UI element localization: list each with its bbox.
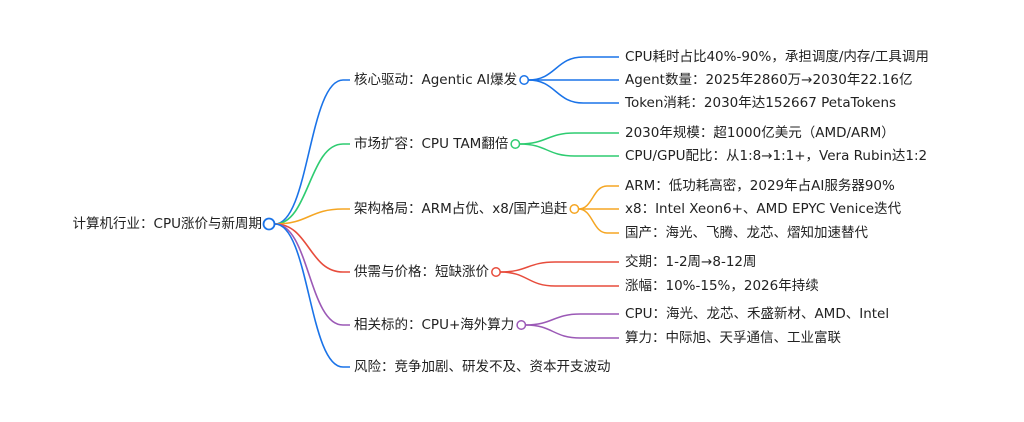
edge-branch-4-child-0	[525, 313, 619, 326]
branch-1-child-1-label: CPU/GPU配比：从1:8→1:1+，Vera Rubin达1:2	[625, 148, 927, 164]
edge-branch-1-child-1	[519, 143, 619, 157]
branch-3-child-1-label: 涨幅：10%-15%，2026年持续	[625, 278, 819, 294]
edge-root-branch-5	[274, 223, 350, 368]
mindmap-edges	[274, 56, 619, 368]
edge-root-branch-0	[274, 79, 350, 225]
branch-4-label: 相关标的：CPU+海外算力	[354, 317, 514, 333]
root-node-label: 计算机行业：CPU涨价与新周期	[73, 216, 262, 232]
edge-branch-4-child-1	[525, 324, 619, 339]
branch-4-node[interactable]	[516, 320, 527, 330]
edge-branch-1-child-0	[519, 132, 619, 145]
branch-4-child-1-label: 算力：中际旭、天孚通信、工业富联	[625, 329, 841, 346]
edge-root-branch-2	[274, 208, 350, 225]
branch-0-child-1-label: Agent数量：2025年2860万→2030年22.16亿	[625, 72, 913, 88]
edge-root-branch-1	[274, 143, 350, 225]
branch-2-child-2-label: 国产：海光、飞腾、龙芯、熠知加速替代	[625, 224, 868, 241]
edge-root-branch-4	[274, 223, 350, 326]
branch-0-child-2-label: Token消耗：2030年达152667 PetaTokens	[624, 95, 896, 111]
edge-branch-2-child-0	[578, 185, 619, 210]
branch-2-node[interactable]	[569, 204, 580, 214]
branch-2-child-1-label: x8：Intel Xeon6+、AMD EPYC Venice迭代	[625, 201, 902, 217]
branch-3-child-0-label: 交期：1-2周→8-12周	[625, 253, 757, 270]
branch-0-label: 核心驱动：Agentic AI爆发	[354, 72, 518, 88]
edge-branch-3-child-1	[500, 271, 619, 287]
branch-3-label: 供需与价格：短缺涨价	[354, 264, 489, 280]
edge-root-branch-3	[274, 223, 350, 273]
edge-branch-2-child-2	[578, 208, 619, 234]
branch-2-child-0-label: ARM：低功耗高密，2029年占AI服务器90%	[625, 177, 895, 194]
branch-0-child-0-label: CPU耗时占比40%-90%，承担调度/内存/工具调用	[625, 49, 929, 65]
branch-0-node[interactable]	[519, 75, 530, 85]
branch-5-label: 风险：竞争加剧、研发不及、资本开支波动	[354, 358, 611, 375]
branch-1-child-0-label: 2030年规模：超1000亿美元（AMD/ARM）	[625, 125, 895, 141]
root-node[interactable]	[262, 217, 276, 231]
branch-2-label: 架构格局：ARM占优、x8/国产追赶	[354, 201, 568, 217]
branch-4-child-0-label: CPU：海光、龙芯、禾盛新材、AMD、Intel	[625, 306, 889, 322]
branch-3-node[interactable]	[491, 267, 501, 277]
edge-branch-0-child-2	[528, 79, 619, 104]
edge-branch-3-child-0	[500, 261, 619, 273]
branch-1-label: 市场扩容：CPU TAM翻倍	[354, 135, 508, 152]
edge-branch-0-child-0	[528, 56, 619, 81]
branch-1-node[interactable]	[510, 139, 521, 149]
mindmap-nodes: 计算机行业：CPU涨价与新周期 核心驱动：Agentic AI爆发 CPU耗时占比…	[73, 49, 929, 375]
